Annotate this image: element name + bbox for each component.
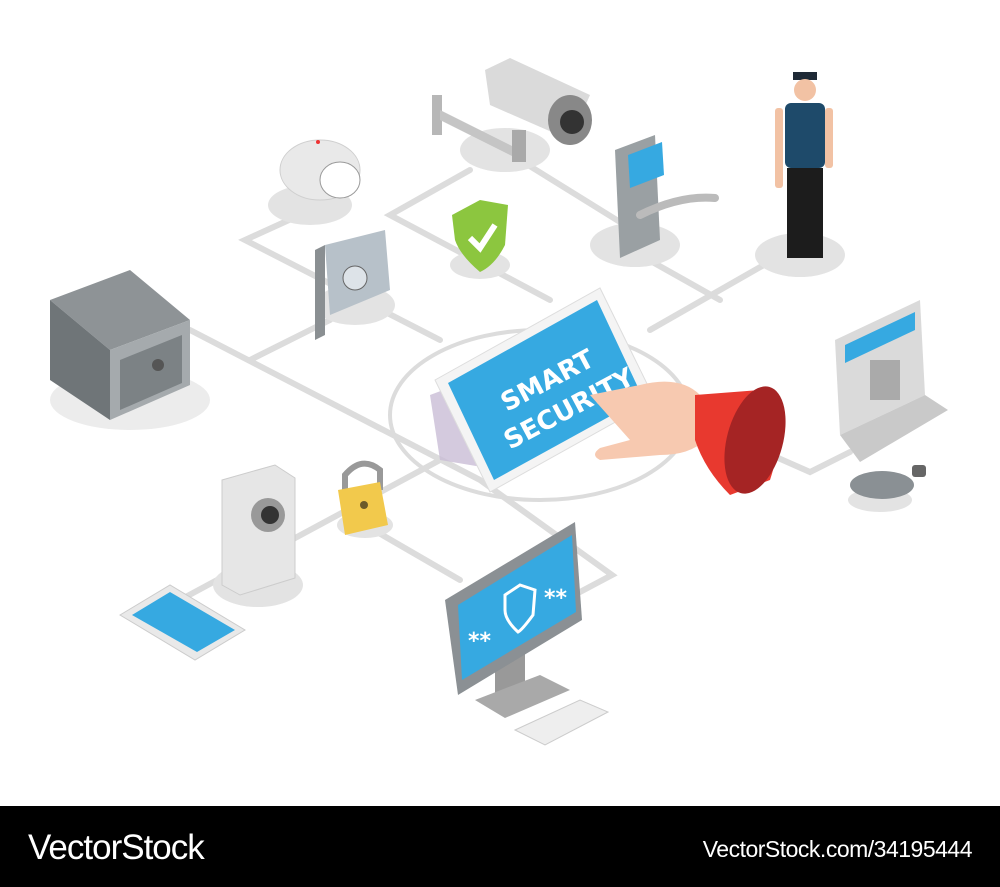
safe-icon: [50, 270, 210, 430]
padlock-icon: [337, 460, 393, 538]
door-handle-keycard-icon: [590, 135, 719, 267]
key-fob-icon: [848, 465, 926, 512]
smart-security-scene: SMART SECURITY ** **: [50, 58, 948, 746]
monitor-password-right: **: [544, 586, 568, 611]
shield-check-icon: [450, 200, 510, 279]
smoke-detector-icon: [268, 139, 361, 225]
door-lock-icon: [315, 230, 395, 340]
vectorstock-logo: VectorStock: [28, 828, 205, 867]
ip-camera-icon: [213, 464, 303, 607]
desktop-monitor-icon: ** **: [445, 522, 610, 746]
image-id: VectorStock.com/34195444: [702, 836, 973, 862]
security-guard-icon: [755, 72, 845, 277]
monitor-shield-lock-icon: [503, 583, 537, 634]
smartphone-icon: [119, 584, 246, 661]
monitor-password-left: **: [468, 629, 492, 654]
keyboard-icon: [513, 699, 610, 746]
alarm-keypad-icon: [835, 300, 948, 462]
cctv-camera-icon: [432, 58, 592, 172]
watermark-footer: VectorStock VectorStock.com/34195444: [0, 806, 1000, 887]
pointing-hand-icon: [590, 381, 786, 495]
